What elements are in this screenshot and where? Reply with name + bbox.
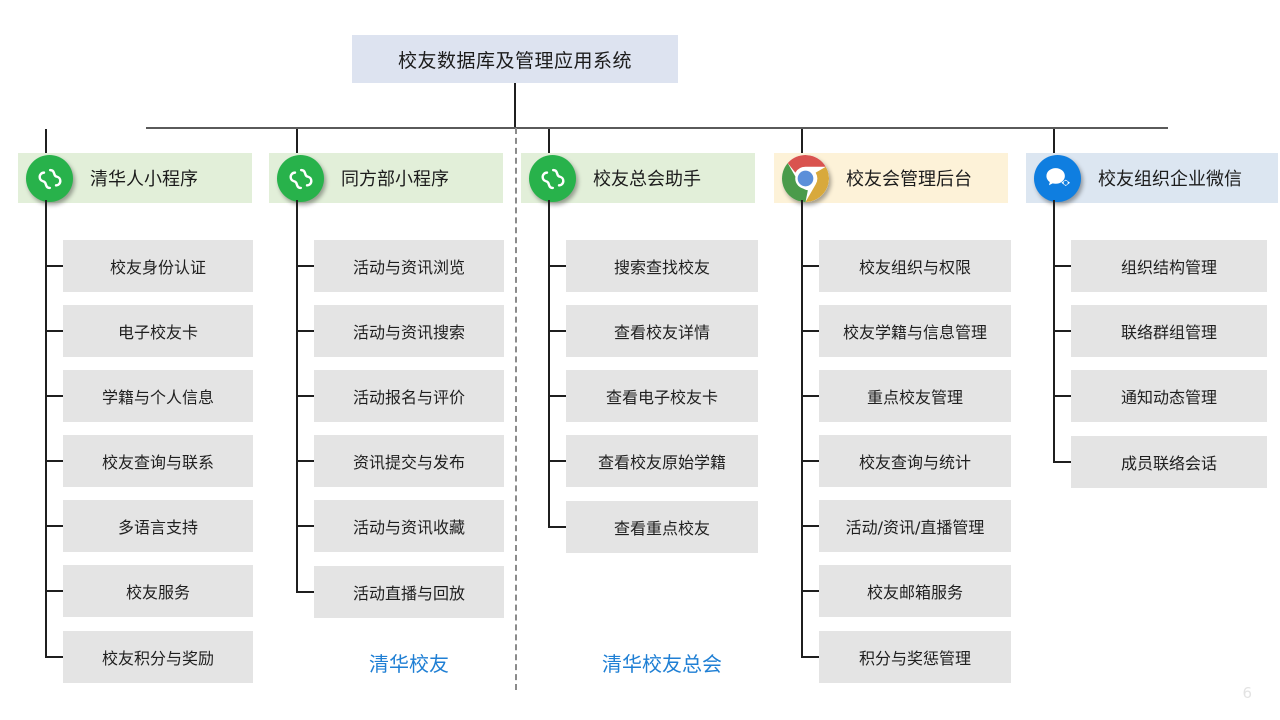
leaf-box[interactable]: 查看电子校友卡: [566, 370, 758, 422]
leaf-box[interactable]: 校友积分与奖励: [63, 631, 253, 683]
root-trunk-line: [514, 83, 516, 128]
root-title-text: 校友数据库及管理应用系统: [397, 49, 632, 72]
brand-qinghua-xiaoyou-zonghui: 清华校友总会: [602, 651, 722, 676]
drop-line-col-4: [801, 129, 803, 159]
leaf-box[interactable]: 校友组织与权限: [819, 240, 1011, 292]
column-header-label-3: 校友总会助手: [593, 169, 701, 190]
leaf-box[interactable]: 活动/资讯/直播管理: [819, 500, 1011, 552]
spine-col-1: [45, 200, 47, 658]
chrome-browser-icon: [782, 155, 829, 202]
tick-1-4: [45, 460, 67, 462]
leaf-box[interactable]: 通知动态管理: [1071, 370, 1267, 422]
leaf-box[interactable]: 校友服务: [63, 565, 253, 617]
column-header-qinghuaren[interactable]: 清华人小程序: [18, 153, 252, 203]
column-header-guanlihoutai[interactable]: 校友会管理后台: [774, 153, 1008, 203]
page-number: 6: [1242, 684, 1252, 702]
tick-3-5: [548, 526, 570, 528]
column-header-xiaoyouzonghui[interactable]: 校友总会助手: [521, 153, 755, 203]
tick-1-3: [45, 395, 67, 397]
tick-1-6: [45, 590, 67, 592]
column-header-label-4: 校友会管理后台: [846, 169, 972, 190]
leaf-box[interactable]: 积分与奖惩管理: [819, 631, 1011, 683]
tick-1-1: [45, 265, 67, 267]
wework-chat-icon: [1034, 155, 1081, 202]
leaf-box[interactable]: 查看校友原始学籍: [566, 435, 758, 487]
tick-2-1: [296, 265, 318, 267]
tick-5-4: [1053, 461, 1075, 463]
wechat-miniprogram-icon: [277, 155, 324, 202]
leaf-box[interactable]: 活动与资讯浏览: [314, 240, 504, 292]
tick-2-6: [296, 591, 318, 593]
brand-qinghua-xiaoyou: 清华校友: [369, 651, 449, 676]
leaf-box[interactable]: 成员联络会话: [1071, 436, 1267, 488]
drop-line-col-5: [1053, 129, 1055, 159]
column-header-label-5: 校友组织企业微信: [1098, 169, 1242, 190]
drop-line-col-1: [45, 129, 47, 159]
drop-line-col-2: [296, 129, 298, 159]
leaf-box[interactable]: 校友学籍与信息管理: [819, 305, 1011, 357]
leaf-box[interactable]: 联络群组管理: [1071, 305, 1267, 357]
tick-3-4: [548, 460, 570, 462]
leaf-box[interactable]: 查看重点校友: [566, 501, 758, 553]
leaf-box[interactable]: 多语言支持: [63, 500, 253, 552]
horizontal-bus-line: [146, 127, 1168, 129]
root-title-box: 校友数据库及管理应用系统: [352, 35, 678, 83]
spine-col-3: [548, 200, 550, 528]
column-header-label-2: 同方部小程序: [341, 169, 449, 190]
tick-4-6: [801, 590, 823, 592]
leaf-box[interactable]: 搜索查找校友: [566, 240, 758, 292]
leaf-box[interactable]: 校友查询与联系: [63, 435, 253, 487]
leaf-box[interactable]: 活动直播与回放: [314, 566, 504, 618]
drop-line-col-3: [548, 129, 550, 159]
leaf-box[interactable]: 活动与资讯搜索: [314, 305, 504, 357]
tick-4-7: [801, 656, 823, 658]
leaf-box[interactable]: 重点校友管理: [819, 370, 1011, 422]
leaf-box[interactable]: 组织结构管理: [1071, 240, 1267, 292]
tick-4-3: [801, 395, 823, 397]
column-header-label-1: 清华人小程序: [90, 169, 198, 190]
dashed-divider: [515, 128, 517, 690]
wechat-miniprogram-icon: [529, 155, 576, 202]
tick-4-5: [801, 525, 823, 527]
leaf-box[interactable]: 资讯提交与发布: [314, 435, 504, 487]
tick-3-2: [548, 330, 570, 332]
tick-3-3: [548, 395, 570, 397]
tick-5-3: [1053, 395, 1075, 397]
tick-5-1: [1053, 265, 1075, 267]
column-header-tongfangbu[interactable]: 同方部小程序: [269, 153, 503, 203]
spine-col-4: [801, 200, 803, 658]
leaf-box[interactable]: 电子校友卡: [63, 305, 253, 357]
tick-2-2: [296, 330, 318, 332]
leaf-box[interactable]: 查看校友详情: [566, 305, 758, 357]
leaf-box[interactable]: 活动与资讯收藏: [314, 500, 504, 552]
leaf-box[interactable]: 活动报名与评价: [314, 370, 504, 422]
tick-1-5: [45, 525, 67, 527]
wechat-miniprogram-icon: [26, 155, 73, 202]
tick-3-1: [548, 265, 570, 267]
tick-4-4: [801, 460, 823, 462]
tick-2-3: [296, 395, 318, 397]
tick-4-1: [801, 265, 823, 267]
tick-1-2: [45, 330, 67, 332]
leaf-box[interactable]: 校友邮箱服务: [819, 565, 1011, 617]
leaf-box[interactable]: 校友身份认证: [63, 240, 253, 292]
leaf-box[interactable]: 校友查询与统计: [819, 435, 1011, 487]
tick-2-5: [296, 525, 318, 527]
tick-5-2: [1053, 330, 1075, 332]
tick-2-4: [296, 460, 318, 462]
leaf-box[interactable]: 学籍与个人信息: [63, 370, 253, 422]
tick-4-2: [801, 330, 823, 332]
column-header-qiyeweixin[interactable]: 校友组织企业微信: [1026, 153, 1278, 203]
tick-1-7: [45, 656, 67, 658]
